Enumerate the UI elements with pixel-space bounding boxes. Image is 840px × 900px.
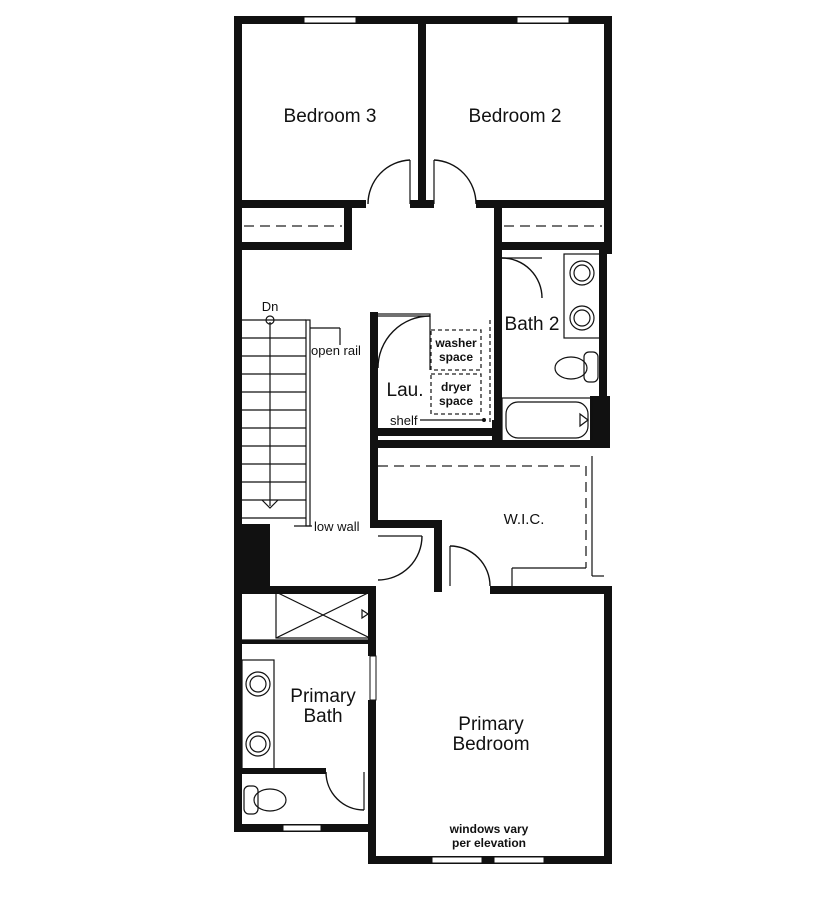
stairs-down-label: Dn <box>262 299 279 314</box>
low-wall-label: low wall <box>314 519 360 534</box>
primary-bedroom-label-1: Primary <box>458 714 524 735</box>
bath2 <box>494 253 610 446</box>
primary-bedroom-label-2: Bedroom <box>452 734 529 755</box>
bath2-label: Bath 2 <box>505 314 560 335</box>
primary-bath-label-1: Primary <box>290 686 356 707</box>
staircase <box>242 315 376 594</box>
bedroom-doors <box>367 159 477 205</box>
wic-label: W.I.C. <box>504 511 545 528</box>
windows-note-1: windows vary <box>449 822 529 836</box>
bedroom-walls <box>234 20 612 300</box>
washer-label-2: space <box>439 350 473 364</box>
windows-note-2: per elevation <box>452 836 526 850</box>
walk-in-closet <box>370 448 612 594</box>
laundry-room <box>370 312 610 448</box>
primary-bath <box>241 590 376 832</box>
windows <box>282 16 570 864</box>
dryer-label-1: dryer <box>441 380 471 394</box>
shelf-label: shelf <box>390 413 418 428</box>
washer-label-1: washer <box>434 336 477 350</box>
open-rail-label: open rail <box>311 343 361 358</box>
closet-shelves <box>244 203 602 227</box>
bedroom3-label: Bedroom 3 <box>284 106 377 127</box>
bedroom2-label: Bedroom 2 <box>469 106 562 127</box>
primary-bath-label-2: Bath <box>303 706 342 727</box>
laundry-label: Lau. <box>387 380 424 401</box>
dryer-label-2: space <box>439 394 473 408</box>
